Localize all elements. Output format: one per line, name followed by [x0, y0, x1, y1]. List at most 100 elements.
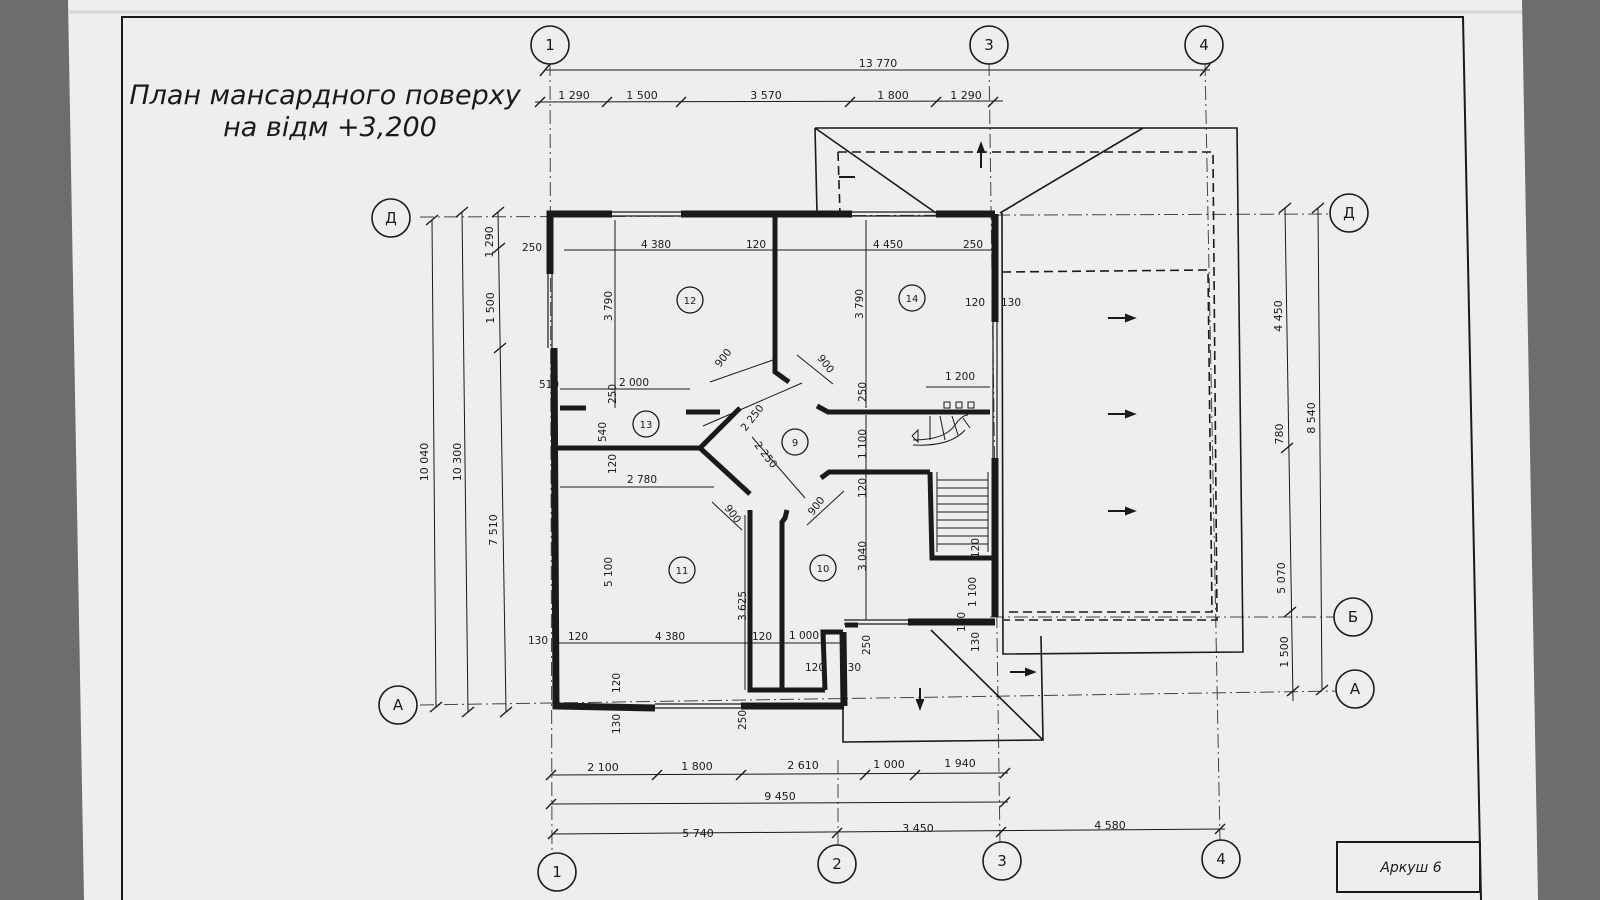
dim-t120-b: 120 — [965, 297, 985, 309]
dim-v-1100-a: 1 100 — [857, 429, 869, 459]
dim-room11-height: 5 100 — [603, 557, 615, 587]
axis-label-bottom-4: 4 — [1216, 850, 1226, 868]
room-marker-13 — [632, 410, 660, 438]
axis-marker-bottom-4 — [1201, 839, 1241, 879]
axis-marker-bottom-3 — [982, 841, 1022, 881]
dim-t130-d: 130 — [841, 662, 861, 674]
dim-t130-b: 130 — [528, 635, 548, 647]
axis-marker-bottom-1 — [537, 852, 577, 892]
dim-room12-width: 4 380 — [641, 239, 671, 251]
walls-exterior — [546, 210, 999, 712]
dim-top-chain-3: 3 570 — [750, 89, 782, 102]
dim-right-1500: 1 500 — [1278, 636, 1291, 668]
dim-t250-c: 250 — [607, 384, 619, 404]
dim-left-7510: 7 510 — [487, 514, 500, 546]
dim-right-8540: 8 540 — [1305, 402, 1318, 434]
axis-marker-right-A — [1335, 669, 1375, 709]
dim-room14-bottom: 1 200 — [945, 371, 975, 383]
dim-t120-i: 120 — [970, 538, 982, 558]
drawing-title-line1: План мансардного поверху — [129, 80, 521, 111]
dim-bottom-total: 9 450 — [764, 790, 796, 803]
dim-top-chain-2: 1 500 — [626, 89, 658, 102]
room-number-9: 9 — [792, 438, 798, 449]
axis-label-right-B: Б — [1348, 608, 1358, 626]
room-number-11: 11 — [676, 566, 689, 577]
axis-marker-left-A — [378, 685, 418, 725]
roof-dashed-lines — [837, 151, 1218, 621]
dim-right-5070: 5 070 — [1275, 562, 1288, 594]
room-markers — [632, 284, 926, 584]
sheet-label: Аркуш 6 — [1379, 860, 1441, 876]
axis-label-right-D: Д — [1343, 204, 1355, 222]
dim-left-1290: 1 290 — [483, 226, 496, 258]
dim-bottom-chain-2: 1 800 — [681, 760, 713, 773]
dim-bottom-chain-3: 2 610 — [787, 759, 819, 772]
dim-bottom-chain-5: 1 940 — [944, 757, 976, 770]
dim-t120-h: 120 — [857, 478, 869, 498]
room-number-10: 10 — [817, 564, 830, 575]
axis-marker-bottom-2 — [817, 844, 857, 884]
axis-label-top-1: 1 — [545, 36, 555, 54]
room-marker-11 — [668, 556, 696, 584]
dim-room10-height-a: 3 625 — [737, 591, 749, 621]
dim-room13-width: 2 000 — [619, 377, 649, 389]
slope-arrows — [839, 141, 1137, 711]
axis-label-bottom-2: 2 — [832, 855, 842, 873]
dim-left-1500: 1 500 — [484, 292, 497, 324]
room-number-13: 13 — [640, 420, 653, 431]
axis-label-bottom-1: 1 — [552, 863, 562, 881]
dim-left-10040: 10 040 — [418, 443, 431, 482]
axis-markers — [371, 25, 1375, 892]
drawing-frame — [121, 16, 1482, 900]
dim-top-chain-4: 1 800 — [877, 89, 909, 102]
axis-label-top-3: 3 — [984, 36, 994, 54]
dim-top-chain-5: 1 290 — [950, 89, 982, 102]
dim-bottom-axes-3: 4 580 — [1094, 819, 1126, 832]
stair — [911, 401, 989, 552]
dim-t250-a: 250 — [522, 242, 542, 254]
walls-interior — [556, 214, 993, 693]
room-number-14: 14 — [906, 294, 919, 305]
room-number-12: 12 — [684, 296, 697, 307]
dim-room14-height: 3 790 — [854, 289, 866, 319]
dim-t120-j: 120 — [956, 612, 968, 632]
dim-t120-d: 120 — [568, 631, 588, 643]
dim-top-chain-1: 1 290 — [558, 89, 590, 102]
dim-v-510: 510 — [539, 379, 559, 391]
axis-label-top-4: 4 — [1199, 36, 1209, 54]
dim-t130-c: 130 — [611, 714, 623, 734]
dim-t250-f: 250 — [737, 710, 749, 730]
room-marker-9 — [781, 428, 809, 456]
axis-label-left-A: А — [393, 696, 404, 714]
dim-door-width: 1 000 — [789, 630, 819, 642]
axis-marker-top-4 — [1184, 25, 1224, 65]
dim-t250-d: 250 — [857, 382, 869, 402]
dim-t250-b: 250 — [963, 239, 983, 251]
dim-t130-a: 130 — [1001, 297, 1021, 309]
dim-top-overall: 13 770 — [859, 57, 898, 70]
dim-v-1100-b: 1 100 — [967, 577, 979, 607]
dim-t120-g: 120 — [805, 662, 825, 674]
dim-left-10300: 10 300 — [451, 443, 464, 482]
axis-label-right-A: А — [1350, 680, 1361, 698]
dim-room11-width: 4 380 — [655, 631, 685, 643]
room-marker-14 — [898, 284, 926, 312]
dim-right-4450: 4 450 — [1272, 300, 1285, 332]
dim-right-780: 780 — [1273, 424, 1286, 445]
dim-t130-e: 130 — [970, 632, 982, 652]
dim-room12-height: 3 790 — [603, 291, 615, 321]
dim-bottom-chain-1: 2 100 — [587, 761, 619, 774]
dim-t250-e: 250 — [861, 635, 873, 655]
dim-bottom-axes-2: 3 450 — [902, 822, 934, 835]
axis-marker-right-B — [1333, 597, 1373, 637]
dim-room14-width: 4 450 — [873, 239, 903, 251]
windows — [547, 211, 998, 709]
sheet-stamp-box — [1336, 841, 1481, 893]
dim-t120-a: 120 — [746, 239, 766, 251]
axis-marker-right-D — [1329, 193, 1369, 233]
dim-v-540: 540 — [597, 422, 609, 442]
axis-label-left-D: Д — [385, 209, 397, 227]
dimension-ticks — [425, 63, 1329, 840]
dim-t120-e: 120 — [752, 631, 772, 643]
